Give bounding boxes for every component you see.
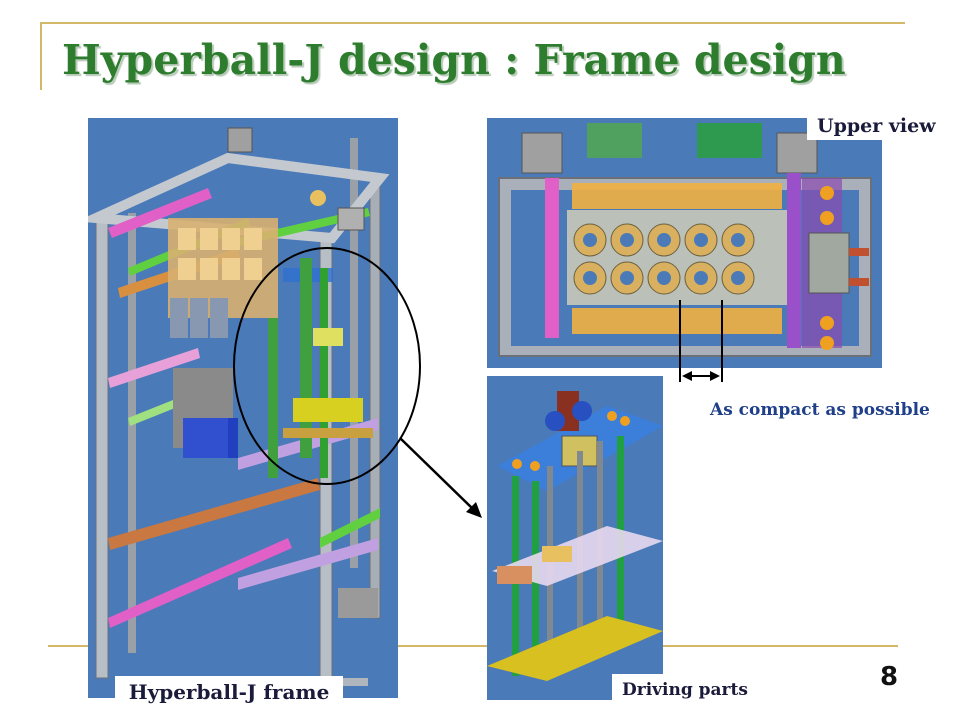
slide-title: Hyperball-J design : Frame design [62,36,846,84]
page-number: 8 [880,662,899,692]
pointer-arrow-head [466,502,482,518]
frame-caption: Hyperball-J frame [115,676,343,708]
driving-parts-image [487,376,663,700]
frame-render-image [88,118,398,698]
driving-parts-caption: Driving parts [612,674,754,706]
bottom-rule [48,645,898,647]
highlight-ellipse [233,247,421,485]
dimension-arrow-right [710,371,720,381]
top-rule [40,22,905,24]
pointer-arrow-line [399,437,475,511]
left-rule [40,22,42,90]
dimension-arrow-left [682,371,692,381]
compact-annotation: As compact as possible [710,400,930,420]
upper-view-image [487,118,882,368]
upper-view-caption: Upper view [807,112,940,140]
